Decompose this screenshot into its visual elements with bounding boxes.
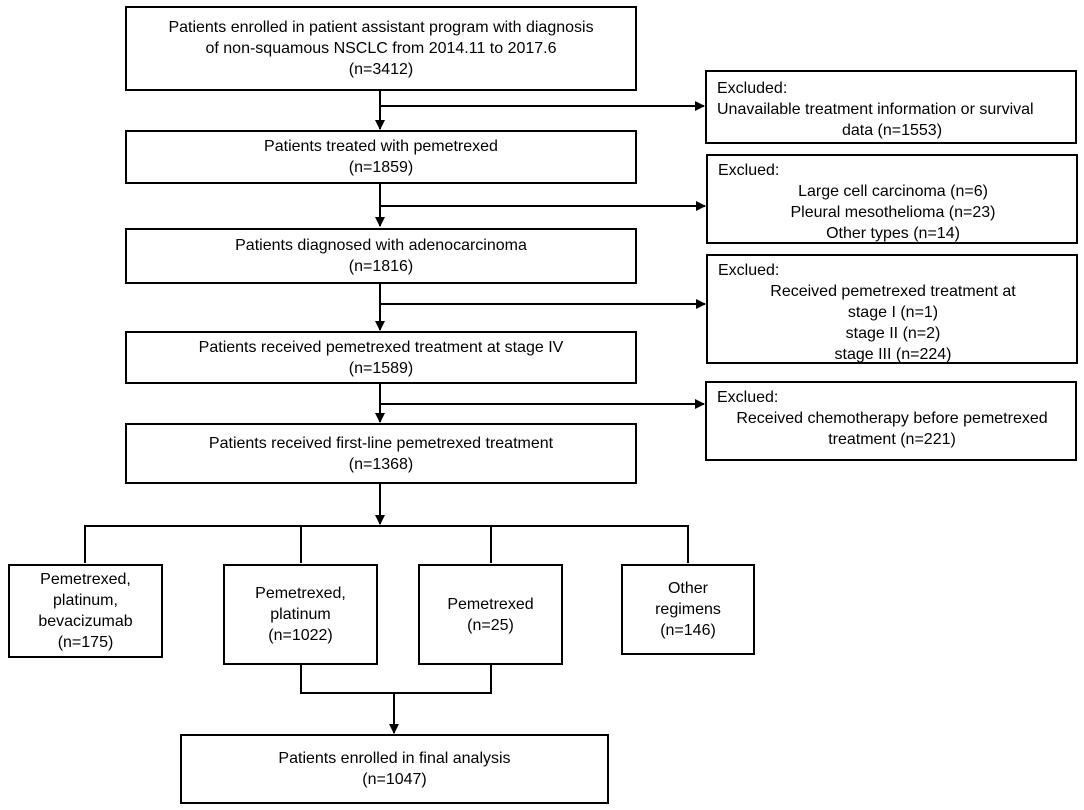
- regimen-2-line-3: (n=1022): [268, 627, 333, 644]
- exclusion-2-line-2: Pleural mesothelioma (n=23): [790, 204, 996, 221]
- exclusion-1-line-1: Unavailable treatment information or sur…: [717, 101, 1034, 118]
- exclusion-3-line-2: stage I (n=1): [847, 304, 939, 321]
- regimen-1-line-3: bevacizumab: [38, 613, 133, 630]
- regimen-4-line-2: regimens: [655, 601, 721, 618]
- exclusion-2-line-1: Large cell carcinoma (n=6): [798, 183, 988, 200]
- regimen-1-line-2: platinum,: [53, 592, 118, 609]
- regimen-3-line-2: (n=25): [467, 616, 514, 634]
- final-analysis-line-1: Patients enrolled in final analysis: [278, 750, 511, 767]
- exclusion-4-line-1: Received chemotherapy before pemetrexed: [736, 410, 1048, 427]
- enrolled-box: Patients enrolled in patient assistant p…: [125, 6, 637, 91]
- stage-iv-line-1: Patients received pemetrexed treatment a…: [198, 338, 564, 356]
- regimen-box-4: Other regimens (n=146): [621, 564, 755, 655]
- regimen-box-3: Pemetrexed (n=25): [418, 564, 563, 665]
- stage-iv-line-2: (n=1589): [348, 359, 414, 377]
- regimen-2-line-2: platinum: [270, 606, 331, 623]
- enrolled-line-3: (n=3412): [348, 61, 414, 78]
- adenocarcinoma-box: Patients diagnosed with adenocarcinoma (…: [125, 228, 637, 284]
- exclusion-1-line-2: data (n=1553): [841, 122, 943, 139]
- exclusion-3-line-1: Received pemetrexed treatment at: [770, 283, 1016, 300]
- exclusion-2-heading: Exclued:: [718, 162, 780, 179]
- first-line-line-2: (n=1368): [348, 455, 414, 473]
- exclusion-4-heading: Exclued:: [717, 389, 779, 406]
- first-line-line-1: Patients received first-line pemetrexed …: [208, 434, 554, 452]
- pemetrexed-treated-line-2: (n=1859): [348, 159, 414, 176]
- final-analysis-box: Patients enrolled in final analysis (n=1…: [180, 734, 609, 804]
- regimen-4-line-1: Other: [667, 580, 708, 597]
- regimen-1-line-4: (n=175): [57, 634, 114, 651]
- exclusion-3-heading: Exclued:: [718, 262, 780, 279]
- exclusion-box-1: Excluded: Unavailable treatment informat…: [705, 70, 1077, 144]
- regimen-4-line-3: (n=146): [660, 622, 716, 639]
- exclusion-3-line-3: stage II (n=2): [845, 325, 941, 342]
- regimen-1-line-1: Pemetrexed,: [40, 571, 131, 588]
- pemetrexed-treated-box: Patients treated with pemetrexed (n=1859…: [125, 130, 637, 184]
- exclusion-box-3: Exclued: Received pemetrexed treatment a…: [706, 254, 1078, 364]
- final-analysis-line-2: (n=1047): [362, 771, 427, 788]
- exclusion-box-2: Exclued: Large cell carcinoma (n=6) Pleu…: [706, 154, 1078, 244]
- enrolled-line-2: of non-squamous NSCLC from 2014.11 to 20…: [205, 40, 557, 57]
- stage-iv-box: Patients received pemetrexed treatment a…: [125, 331, 637, 384]
- exclusion-3-line-4: stage III (n=224): [834, 346, 952, 363]
- exclusion-1-heading: Excluded:: [717, 80, 788, 97]
- regimen-box-2: Pemetrexed, platinum (n=1022): [223, 564, 378, 665]
- adenocarcinoma-line-2: (n=1816): [348, 258, 414, 275]
- regimen-3-line-1: Pemetrexed: [447, 595, 534, 613]
- adenocarcinoma-line-1: Patients diagnosed with adenocarcinoma: [235, 237, 527, 254]
- pemetrexed-treated-line-1: Patients treated with pemetrexed: [264, 138, 498, 155]
- regimen-box-1: Pemetrexed, platinum, bevacizumab (n=175…: [8, 564, 163, 658]
- enrolled-line-1: Patients enrolled in patient assistant p…: [168, 19, 594, 36]
- exclusion-box-4: Exclued: Received chemotherapy before pe…: [705, 381, 1077, 461]
- exclusion-2-line-3: Other types (n=14): [826, 225, 960, 242]
- first-line-box: Patients received first-line pemetrexed …: [125, 423, 637, 484]
- regimen-2-line-1: Pemetrexed,: [255, 585, 346, 602]
- exclusion-4-line-2: treatment (n=221): [828, 431, 956, 448]
